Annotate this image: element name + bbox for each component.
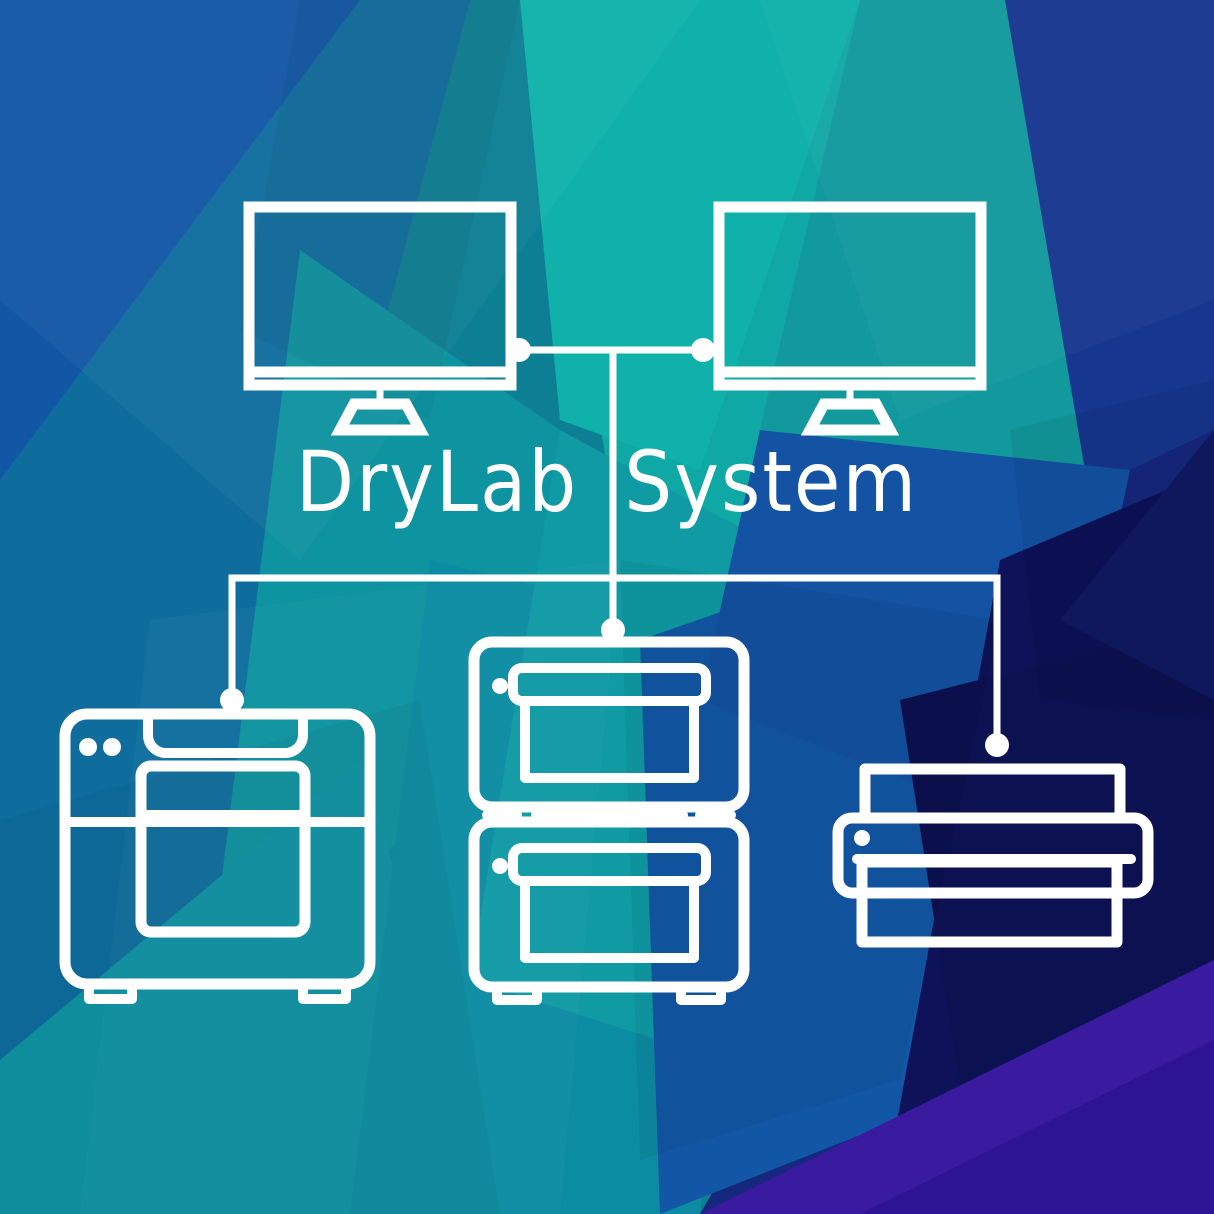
title-part-left: DryLab — [295, 433, 579, 531]
title-part-right: System — [624, 433, 919, 531]
